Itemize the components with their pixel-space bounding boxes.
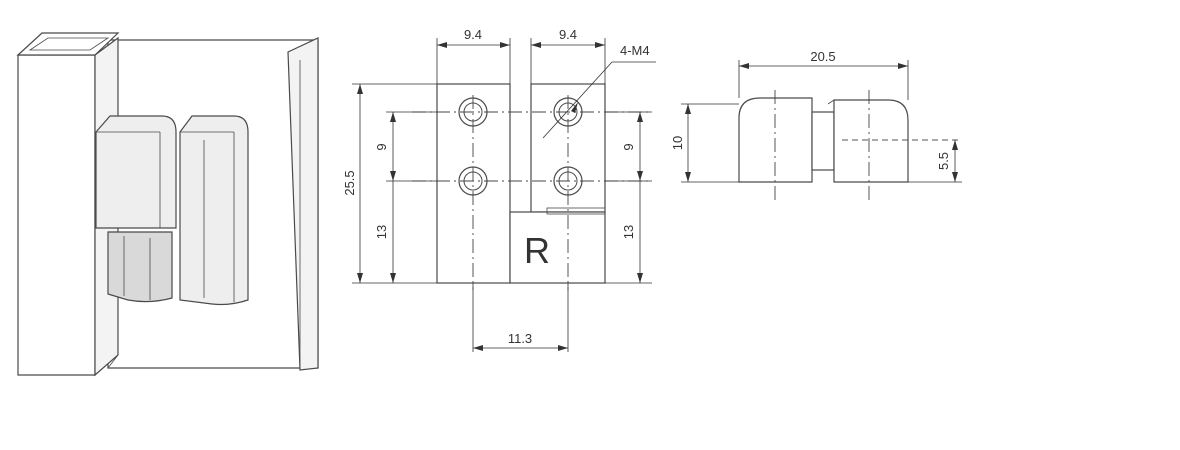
dim-left-lower-height: 13 <box>374 225 389 239</box>
dim-side-height: 10 <box>670 136 685 150</box>
dim-hole-callout: 4-M4 <box>620 43 650 58</box>
hinge-knuckle-left <box>107 231 173 303</box>
side-view <box>681 60 962 204</box>
dim-top-right-width: 9.4 <box>559 27 577 42</box>
hand-letter-mark: R <box>524 230 550 271</box>
front-right-block <box>509 211 606 284</box>
dim-side-pin-height: 5.5 <box>936 152 951 170</box>
tube-top <box>16 32 120 56</box>
dim-right-upper-pitch: 9 <box>621 143 636 150</box>
side-right-knuckle <box>833 99 909 183</box>
hinge-leaf-right <box>179 115 249 306</box>
dim-top-left-width: 9.4 <box>464 27 482 42</box>
side-pin <box>811 111 835 171</box>
dim-right-lower-height: 13 <box>621 225 636 239</box>
square-tube <box>17 54 96 376</box>
dim-left-upper-pitch: 9 <box>374 143 389 150</box>
plate-flange <box>287 37 319 371</box>
dim-bottom-offset: 11.3 <box>508 331 532 346</box>
side-left-knuckle <box>738 97 813 183</box>
front-view <box>352 38 656 352</box>
hinge-leaf-left <box>95 115 177 229</box>
dim-side-width: 20.5 <box>810 49 835 64</box>
isometric-view <box>16 32 319 377</box>
dim-overall-height: 25.5 <box>342 170 357 195</box>
